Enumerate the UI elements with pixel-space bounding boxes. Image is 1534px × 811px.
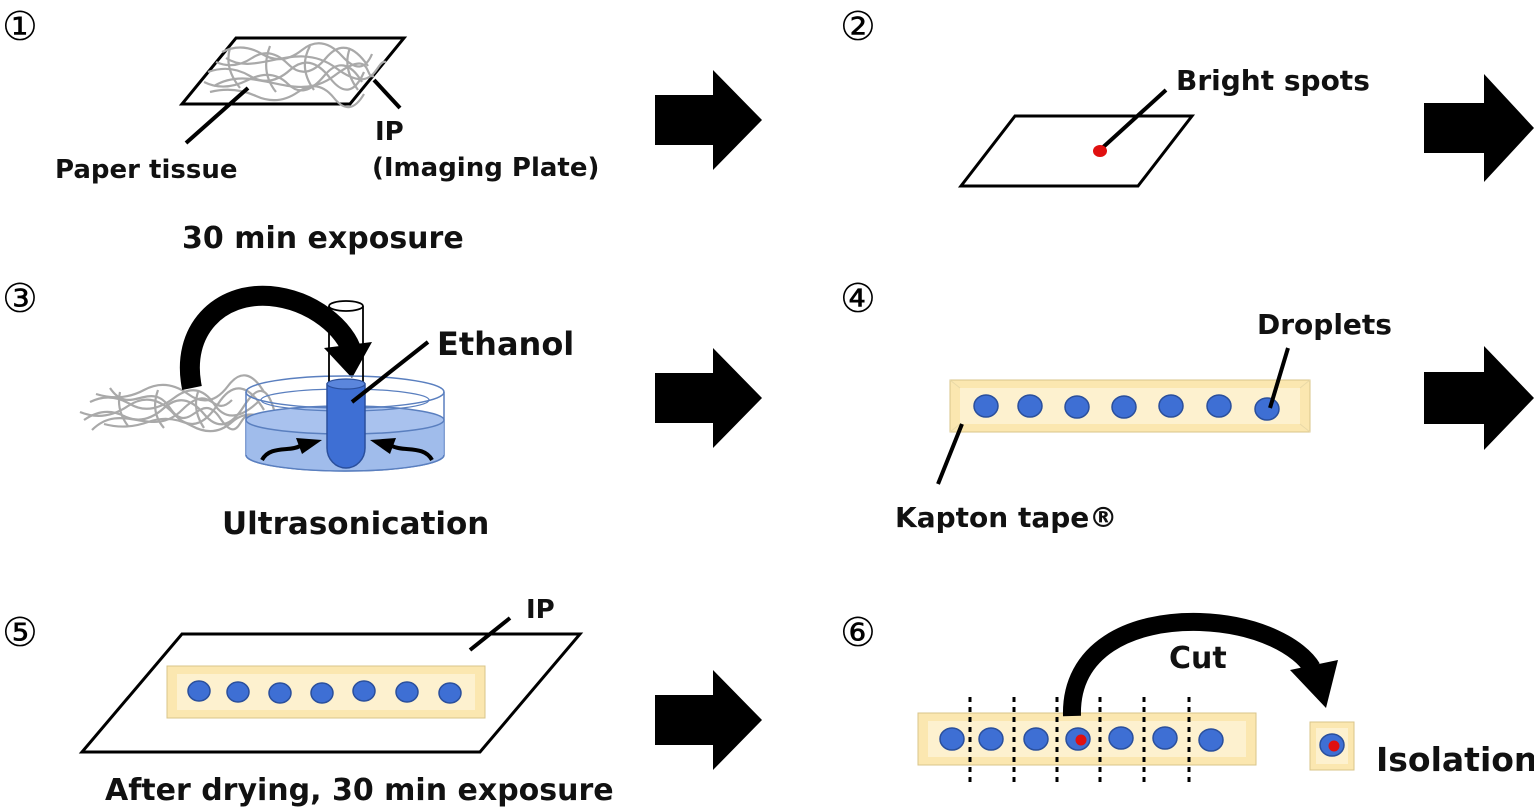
wave-arrowhead-right — [370, 438, 396, 454]
step-1: ① Paper tissue IP (Imaging Plate) 30 min… — [2, 4, 599, 256]
ip-label: IP — [375, 117, 404, 147]
droplet — [1158, 394, 1184, 418]
droplet — [1198, 728, 1224, 752]
cut-arrowhead — [1290, 660, 1338, 708]
droplet — [1152, 726, 1178, 750]
ip-leader — [468, 616, 512, 652]
step-3-caption: Ultrasonication — [222, 506, 489, 542]
cut-lines — [968, 697, 1191, 785]
kapton-tape-label: Kapton tape® — [895, 501, 1117, 534]
droplet — [310, 682, 334, 704]
droplet — [973, 394, 999, 418]
droplet — [1206, 394, 1232, 418]
flow-arrow-1 — [655, 70, 762, 170]
droplet — [1064, 395, 1090, 419]
imaging-plate — [957, 114, 1196, 188]
droplet — [438, 682, 462, 704]
flow-arrow-4 — [1424, 346, 1534, 450]
tape-leader — [936, 423, 964, 485]
droplets-leader — [1268, 347, 1290, 409]
step-4-number: ④ — [840, 276, 876, 322]
step-2-number: ② — [840, 4, 876, 50]
step-6: ⑥ Cut — [840, 610, 1534, 785]
step-5-number: ⑤ — [2, 610, 38, 656]
ethanol-liquid — [326, 383, 366, 469]
droplet — [1111, 395, 1137, 419]
paper-tissue-label: Paper tissue — [55, 155, 237, 185]
droplet — [268, 682, 292, 704]
ip-leader — [372, 78, 402, 110]
spots-leader — [1098, 88, 1168, 152]
droplet — [1108, 726, 1134, 750]
step-5: ⑤ IP After drying, 30 min exposure — [2, 595, 614, 808]
step-1-number: ① — [2, 4, 38, 50]
wave-arrow-right — [391, 444, 434, 462]
paper-leader — [184, 86, 250, 145]
flow-arrows — [655, 70, 1534, 770]
ip-label: IP — [526, 595, 555, 625]
droplets-label: Droplets — [1257, 308, 1392, 341]
droplet — [1017, 394, 1043, 418]
cut-arrow — [1062, 612, 1320, 717]
droplet — [978, 727, 1004, 751]
cut-label: Cut — [1169, 641, 1227, 676]
droplet — [187, 680, 211, 702]
step-3-number: ③ — [2, 276, 38, 322]
step-1-caption: 30 min exposure — [182, 221, 464, 256]
bright-spot — [1093, 145, 1107, 157]
ip-full-label: (Imaging Plate) — [372, 153, 599, 183]
droplet — [1254, 397, 1280, 421]
transfer-arrowhead — [324, 342, 372, 378]
droplet — [395, 681, 419, 703]
paper-tissue — [79, 374, 277, 433]
flow-arrow-2 — [1424, 74, 1534, 182]
bright-spot — [1328, 740, 1340, 752]
transfer-arrow — [180, 285, 362, 391]
droplet — [352, 680, 376, 702]
isolated-piece — [1309, 721, 1355, 771]
step-4: ④ Droplets Kapton tape® — [840, 276, 1392, 534]
wave-arrowhead-left — [296, 438, 322, 454]
bright-spot — [1075, 734, 1087, 746]
wave-arrow-left — [260, 444, 302, 462]
paper-tissue — [203, 42, 387, 109]
droplet — [1023, 727, 1049, 751]
step-2: ② Bright spots — [840, 4, 1370, 188]
test-tube — [326, 300, 366, 469]
ethanol-label: Ethanol — [437, 325, 574, 363]
flow-arrow-5 — [655, 670, 762, 770]
droplet-row — [187, 680, 462, 704]
step-6-number: ⑥ — [840, 610, 876, 656]
ethanol-leader — [350, 340, 430, 404]
droplet — [226, 681, 250, 703]
droplet-row — [973, 394, 1280, 421]
bright-spots-label: Bright spots — [1176, 64, 1370, 97]
droplet — [939, 727, 965, 751]
step-5-caption: After drying, 30 min exposure — [105, 773, 614, 808]
flow-arrow-3 — [655, 348, 762, 448]
step-3: ③ — [2, 276, 574, 542]
isolation-label: Isolation — [1376, 740, 1534, 779]
